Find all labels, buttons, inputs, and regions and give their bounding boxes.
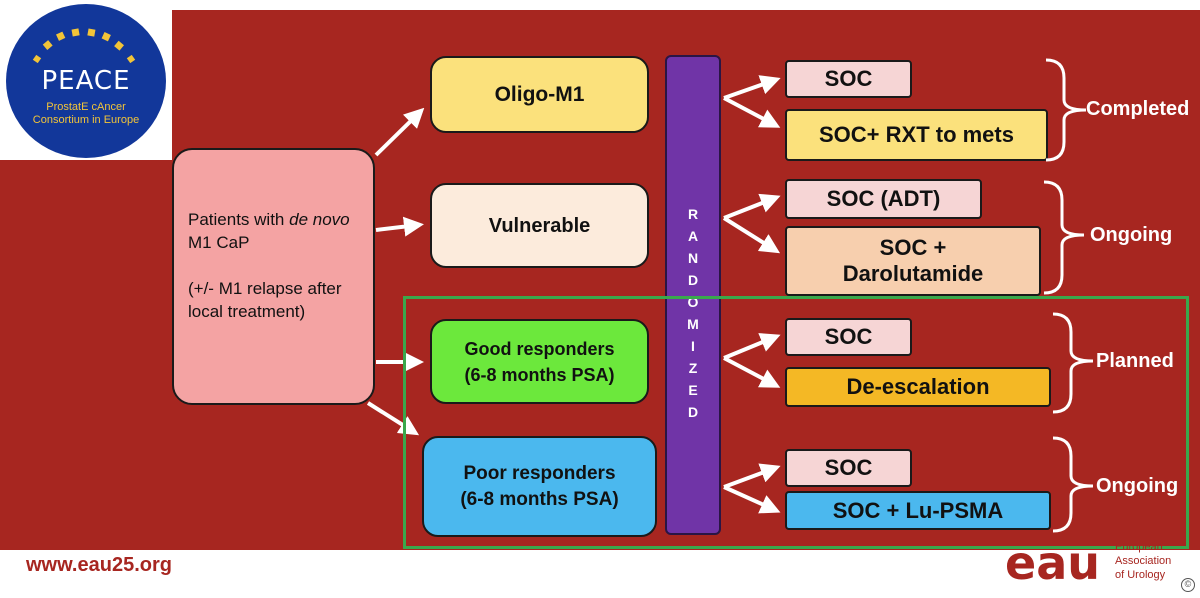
- stage-label-line1: Good responders: [464, 338, 615, 359]
- copyright-icon: ©: [1181, 578, 1195, 592]
- randomized-letter: Z: [688, 360, 698, 376]
- outcome-label: SOC: [824, 324, 873, 349]
- peace-logo: PEACE ProstatE cAncer Consortium in Euro…: [6, 4, 166, 158]
- logo-subtitle-line2: Consortium in Europe: [32, 114, 140, 126]
- eau-association-text: European Association of Urology: [1115, 540, 1171, 582]
- randomized-bar: R A N D O M I Z E D: [665, 55, 721, 535]
- patients-prefix: Patients with: [188, 210, 290, 229]
- randomized-letter: E: [688, 382, 698, 398]
- outcome-label: De-escalation: [846, 374, 990, 399]
- outcome-label: SOC (ADT): [826, 186, 941, 211]
- star-ring-icon: [32, 28, 136, 64]
- status-planned: Planned: [1096, 350, 1174, 372]
- stage-poor-responders: Poor responders (6-8 months PSA): [422, 436, 657, 537]
- status-ongoing-vulnerable: Ongoing: [1090, 224, 1173, 246]
- patients-italic: de novo: [289, 210, 350, 229]
- stage-good-responders: Good responders (6-8 months PSA): [430, 319, 649, 404]
- patients-box: Patients with de novo M1 CaP (+/- M1 rel…: [172, 148, 375, 405]
- outcome-soc-poor: SOC: [785, 449, 912, 487]
- outcome-label: SOC+ RXT to mets: [819, 122, 1014, 147]
- randomized-letter: I: [691, 338, 695, 354]
- outcome-label: SOC + Lu-PSMA: [832, 497, 1004, 523]
- outcome-soc-darolutamide: SOC +Darolutamide: [785, 226, 1041, 296]
- outcome-label: SOC: [824, 455, 873, 480]
- logo-wordmark: PEACE: [41, 66, 131, 96]
- patients-line2: (+/- M1 relapse after local treatment): [188, 279, 342, 321]
- randomized-letter: A: [687, 228, 699, 244]
- eau-text-line1: European: [1115, 541, 1163, 553]
- stage-oligo-m1: Oligo-M1: [430, 56, 649, 133]
- eau-text-line2: Association: [1115, 555, 1172, 567]
- randomized-letter: O: [687, 294, 699, 310]
- stage-label-line2: (6-8 months PSA): [464, 364, 615, 385]
- outcome-soc-lu-psma: SOC + Lu-PSMA: [785, 491, 1051, 530]
- outcome-soc-rxt: SOC+ RXT to mets: [785, 109, 1048, 161]
- outcome-soc-oligo: SOC: [785, 60, 912, 98]
- randomized-letter: R: [687, 206, 699, 222]
- outcome-label-line2: Darolutamide: [842, 261, 984, 286]
- stage-vulnerable: Vulnerable: [430, 183, 649, 268]
- outcome-de-escalation: De-escalation: [785, 367, 1051, 407]
- status-ongoing-poor: Ongoing: [1096, 475, 1179, 497]
- outcome-soc-good: SOC: [785, 318, 912, 356]
- randomized-letter: N: [687, 250, 699, 266]
- randomized-letter: D: [687, 272, 699, 288]
- stage-label-line1: Poor responders: [463, 462, 616, 484]
- eau-text-line3: of Urology: [1115, 569, 1166, 581]
- patients-line1: Patients with de novo M1 CaP: [188, 208, 365, 254]
- highlight-frame: [403, 296, 1189, 549]
- patients-suffix: M1 CaP: [188, 233, 250, 252]
- footer-url[interactable]: www.eau25.org: [26, 554, 172, 576]
- stage-label: Oligo-M1: [494, 82, 585, 106]
- stage-label: Vulnerable: [488, 214, 591, 237]
- outcome-label-line1: SOC +: [879, 235, 947, 260]
- eau-logo-mark: eau: [1005, 537, 1100, 587]
- logo-subtitle-line1: ProstatE cAncer: [46, 101, 126, 113]
- outcome-label: SOC: [824, 66, 873, 91]
- randomized-letter: M: [687, 316, 699, 332]
- eau-logo-icon: eau: [1005, 537, 1100, 587]
- outcome-soc-adt: SOC (ADT): [785, 179, 982, 219]
- randomized-letter: D: [687, 404, 699, 420]
- stage-label-line2: (6-8 months PSA): [460, 488, 619, 510]
- status-completed: Completed: [1086, 98, 1190, 120]
